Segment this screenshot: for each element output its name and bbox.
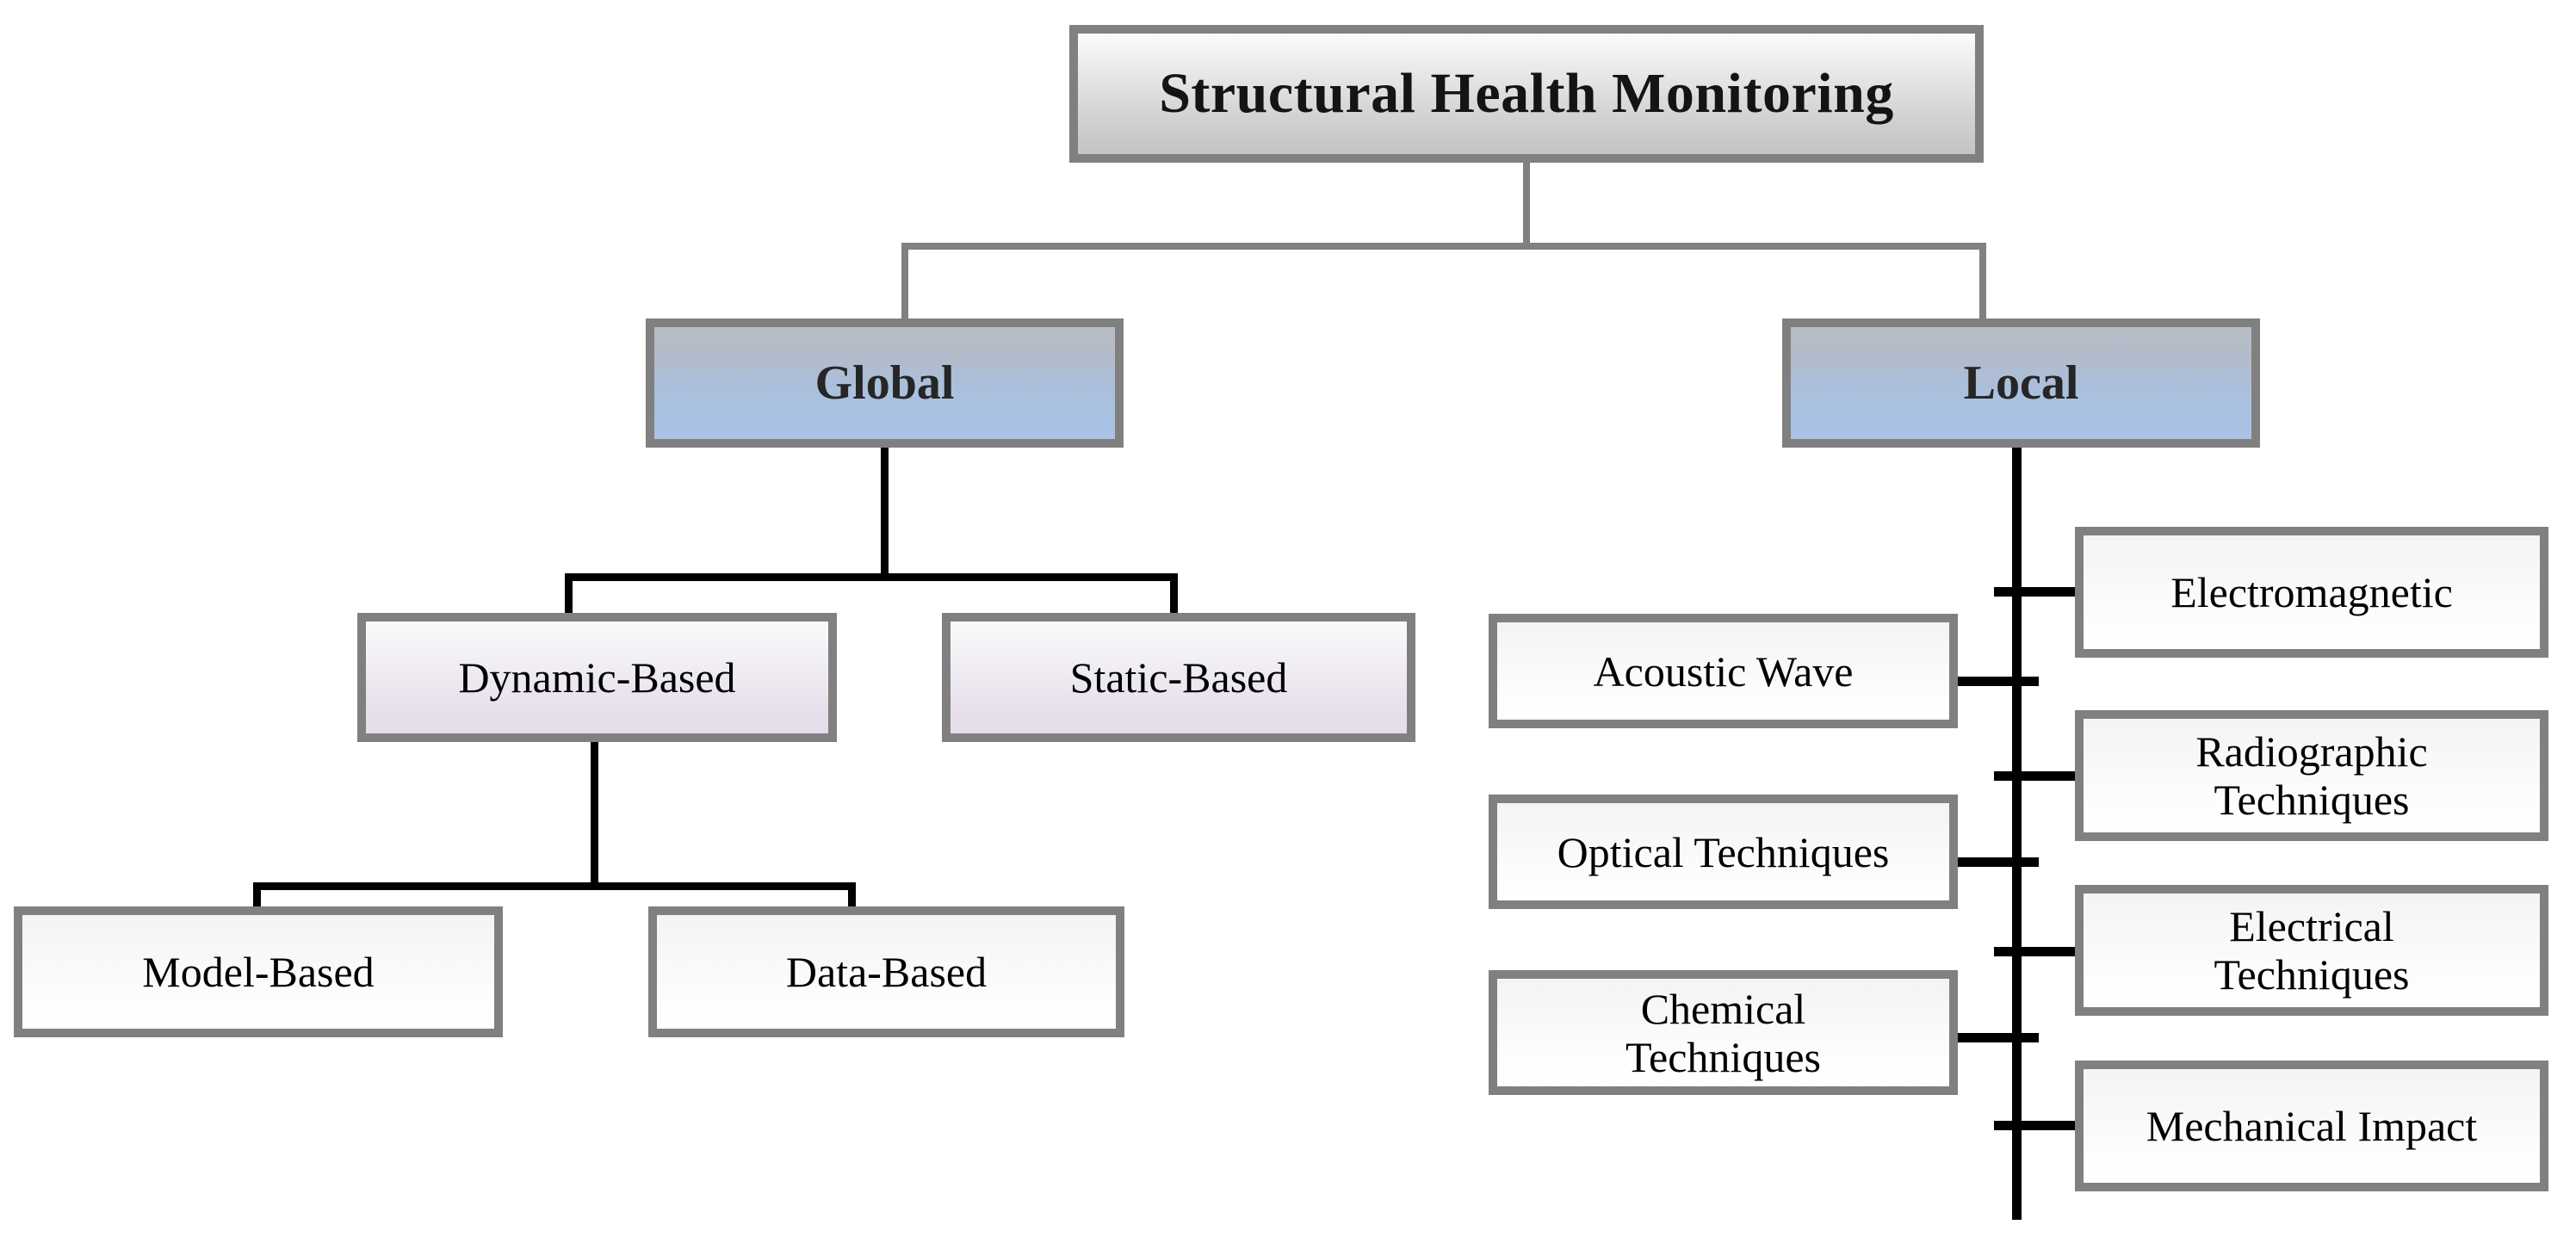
connector-dynamic-stem	[591, 742, 598, 887]
connector-global-bus	[565, 573, 1178, 581]
connector-dynamic-to-model	[253, 882, 261, 912]
connector-dynamic-to-data	[848, 882, 856, 912]
connector-tick-electromagnetic	[1994, 587, 2080, 597]
connector-root-to-local	[1979, 243, 1986, 322]
connector-root-stem	[1523, 163, 1530, 249]
node-data-based[interactable]: Data-Based	[648, 906, 1124, 1037]
connector-global-to-static	[1170, 573, 1178, 616]
connector-tick-chemical	[1954, 1033, 2039, 1042]
connector-root-to-global	[901, 243, 908, 322]
connector-tick-acoustic	[1954, 677, 2039, 686]
connector-root-bus	[901, 243, 1986, 250]
connector-global-to-dynamic	[565, 573, 573, 616]
connector-global-stem	[881, 448, 889, 578]
node-optical-techniques[interactable]: Optical Techniques	[1489, 795, 1958, 909]
node-local[interactable]: Local	[1782, 319, 2260, 448]
connector-local-spine	[2012, 448, 2022, 1220]
connector-tick-radiographic	[1994, 771, 2080, 781]
node-radiographic-techniques[interactable]: Radiographic Techniques	[2075, 710, 2548, 841]
node-acoustic-wave[interactable]: Acoustic Wave	[1489, 614, 1958, 728]
connector-tick-electrical	[1994, 947, 2080, 956]
node-structural-health-monitoring[interactable]: Structural Health Monitoring	[1069, 25, 1984, 163]
node-mechanical-impact[interactable]: Mechanical Impact	[2075, 1061, 2548, 1191]
node-chemical-techniques[interactable]: Chemical Techniques	[1489, 970, 1958, 1095]
connector-dynamic-bus	[253, 882, 856, 890]
node-electromagnetic[interactable]: Electromagnetic	[2075, 527, 2548, 658]
node-global[interactable]: Global	[646, 319, 1124, 448]
connector-tick-mechanical	[1994, 1121, 2080, 1130]
node-electrical-techniques[interactable]: Electrical Techniques	[2075, 885, 2548, 1016]
connector-tick-optical	[1954, 857, 2039, 867]
node-static-based[interactable]: Static-Based	[942, 613, 1415, 742]
node-model-based[interactable]: Model-Based	[14, 906, 503, 1037]
node-dynamic-based[interactable]: Dynamic-Based	[357, 613, 837, 742]
